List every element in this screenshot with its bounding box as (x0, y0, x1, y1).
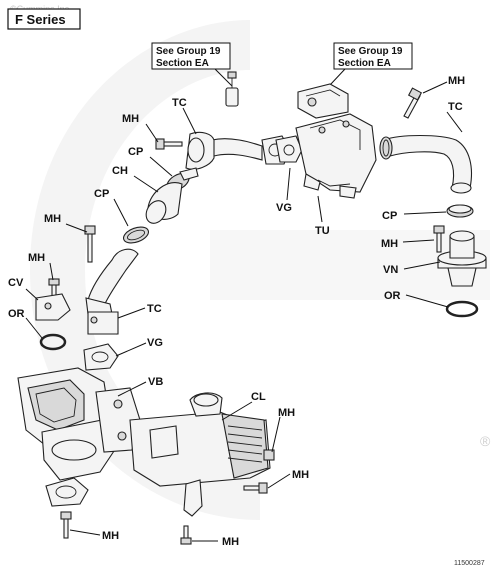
callout-right-line1: See Group 19 (338, 46, 403, 57)
label-mh-right: MH (381, 238, 398, 250)
actuator-part (297, 83, 349, 119)
series-box (7, 8, 81, 30)
label-cp-upper: CP (128, 146, 143, 158)
or-ring-right (445, 300, 479, 318)
callout-box-right: See Group 19 Section EA (329, 42, 413, 86)
bolt-mh-lower-right (243, 482, 268, 494)
bolt-mh-bottom (180, 525, 192, 545)
label-vn: VN (383, 264, 398, 276)
figure-number: 11500287 (454, 560, 485, 567)
label-vg-upper: VG (276, 202, 292, 214)
upper-tube (185, 131, 263, 170)
bolt-mh-cooler (263, 449, 275, 461)
label-cp-right: CP (382, 210, 397, 222)
label-cp-mid: CP (94, 188, 109, 200)
leader-lines (25, 81, 463, 542)
part-labels: MH TC MH TC CP CH CP VG TU CP MH VN OR M… (8, 75, 465, 548)
or-ring-left (39, 333, 67, 351)
tc-tube-lower (85, 248, 139, 335)
label-mh-lower-right: MH (292, 469, 309, 481)
label-cl: CL (251, 391, 266, 403)
label-tc-lower: TC (147, 303, 162, 315)
vg-gasket-upper (261, 135, 303, 165)
cp-clamp-mid (123, 226, 149, 244)
label-mh-bottom-left: MH (102, 530, 119, 542)
label-or-right: OR (384, 290, 401, 302)
callout-right-line2: Section EA (338, 58, 391, 69)
vb-valve-body (17, 367, 141, 481)
callout-left-line1: See Group 19 (156, 46, 221, 57)
label-cv: CV (8, 277, 24, 289)
callout-box-left: See Group 19 Section EA (151, 42, 233, 87)
cp-clamp-right-upper (379, 136, 393, 160)
vg-gasket-lower (83, 343, 119, 371)
label-mh-top-right: MH (448, 75, 465, 87)
bolt-mh-upper-left (155, 138, 183, 150)
series-label: F Series (15, 12, 66, 27)
vn-venturi (437, 230, 487, 287)
label-tc-top-right: TC (448, 101, 463, 113)
label-mh-left2: MH (28, 252, 45, 264)
label-or-left: OR (8, 308, 25, 320)
label-tu: TU (315, 225, 330, 237)
registered-mark: ® (480, 433, 491, 449)
cl-cooler (129, 392, 271, 517)
tu-housing (295, 113, 377, 199)
label-tc-upper: TC (172, 97, 187, 109)
label-mh-left1: MH (44, 213, 61, 225)
label-vb: VB (148, 376, 163, 388)
sensor-part (225, 71, 239, 107)
bolt-mh-right (433, 225, 445, 253)
label-mh-cooler: MH (278, 407, 295, 419)
label-mh-upper-left: MH (122, 113, 139, 125)
label-mh-bottom: MH (222, 536, 239, 548)
gasket-bottom-left (45, 477, 89, 507)
ch-hose (145, 182, 183, 224)
bolt-mh-left1 (84, 225, 96, 263)
bolt-mh-top-right (403, 87, 423, 119)
cp-clamp-right-lower (446, 204, 474, 218)
tc-elbow-right (383, 135, 473, 194)
cv-cover (35, 293, 71, 321)
label-ch: CH (112, 165, 128, 177)
callout-left-line2: Section EA (156, 58, 209, 69)
bolt-mh-bottom-left (60, 511, 72, 539)
label-vg-lower: VG (147, 337, 163, 349)
